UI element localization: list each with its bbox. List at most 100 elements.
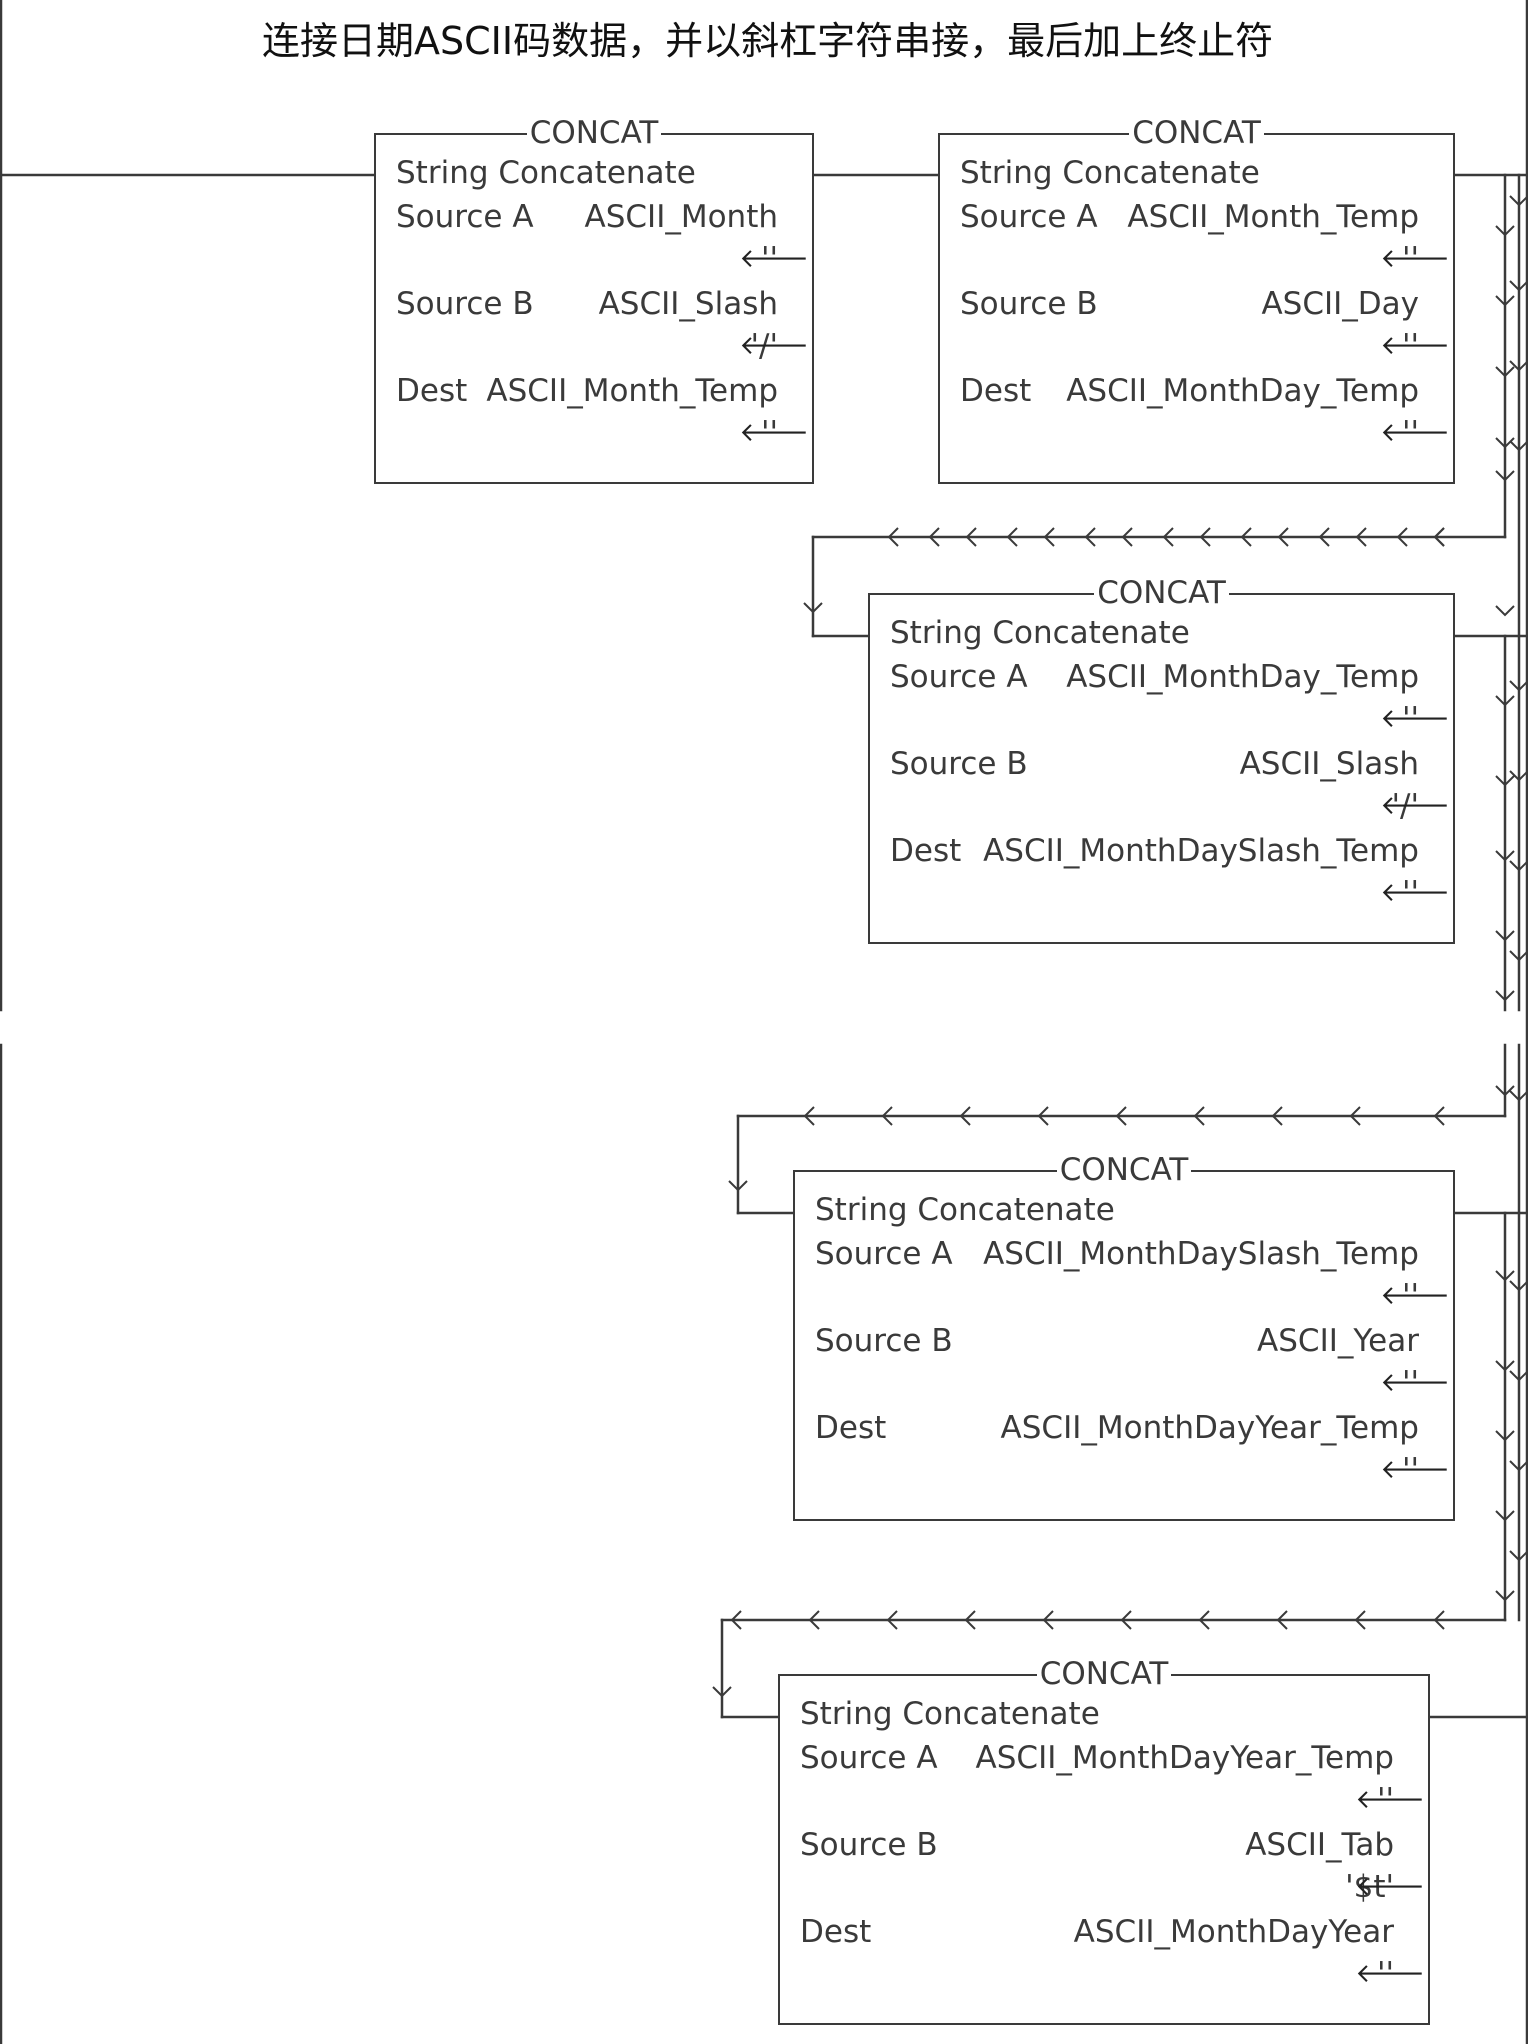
source-a-label: Source A: [890, 659, 1028, 695]
wire-chevron: [959, 1106, 971, 1126]
arrow-left-icon: 🡐: [1380, 878, 1450, 908]
dest-value: '': [1401, 415, 1419, 451]
source-b-label: Source B: [890, 746, 1028, 782]
concat-block[interactable]: CONCAT String Concatenate Source A ASCII…: [938, 115, 1455, 484]
dest-value: '': [1401, 1452, 1419, 1488]
source-b-value: '/': [750, 328, 779, 364]
source-a-tag[interactable]: ASCII_MonthDay_Temp: [1066, 659, 1419, 695]
source-b-label: Source B: [396, 286, 534, 322]
wire-chevron: [1509, 280, 1528, 292]
arrow-left-icon: 🡐: [1380, 418, 1450, 448]
arrow-left-icon: 🡐: [739, 418, 809, 448]
dest-label: Dest: [800, 1914, 872, 1950]
wire-chevron: [964, 1610, 976, 1630]
wire-chevron: [728, 1180, 748, 1192]
source-b-label: Source B: [960, 286, 1098, 322]
concat-block[interactable]: CONCAT String Concatenate Source A ASCII…: [778, 1656, 1430, 2025]
wire-chevron: [1495, 366, 1515, 378]
source-b-value: '': [1401, 1365, 1419, 1401]
source-a-value: '': [1376, 1782, 1394, 1818]
source-b-label: Source B: [815, 1323, 953, 1359]
block-description: String Concatenate: [815, 1192, 1115, 1228]
wire-chevron: [881, 1106, 893, 1126]
block-description: String Concatenate: [890, 615, 1190, 651]
wire-chevron: [1396, 527, 1408, 547]
wire-chevron: [1198, 1610, 1210, 1630]
wire-chevron: [1006, 527, 1018, 547]
wire-chevron: [1509, 1550, 1528, 1562]
block-description: String Concatenate: [396, 155, 696, 191]
wire-chevron: [1495, 1360, 1515, 1372]
wire-chevron: [1318, 527, 1330, 547]
wire-chevron: [1495, 695, 1515, 707]
source-b-tag[interactable]: ASCII_Slash: [598, 286, 778, 322]
wire-chevron: [1240, 527, 1252, 547]
wire-chevron: [803, 1106, 815, 1126]
arrow-left-icon: 🡐: [1380, 1368, 1450, 1398]
arrow-left-icon: 🡐: [1355, 1872, 1425, 1902]
wire-chevron: [1354, 1610, 1366, 1630]
wire-chevron: [1509, 860, 1528, 872]
wire-chevron: [965, 527, 977, 547]
source-a-tag[interactable]: ASCII_MonthDaySlash_Temp: [983, 1236, 1419, 1272]
source-a-value: '': [1401, 701, 1419, 737]
source-a-tag[interactable]: ASCII_Month_Temp: [1127, 199, 1419, 235]
wire-chevron: [1495, 225, 1515, 237]
wire-chevron: [1433, 1106, 1445, 1126]
source-a-tag[interactable]: ASCII_MonthDayYear_Temp: [975, 1740, 1394, 1776]
source-b-tag[interactable]: ASCII_Year: [1257, 1323, 1419, 1359]
dest-tag[interactable]: ASCII_MonthDay_Temp: [1066, 373, 1419, 409]
wire-chevron: [887, 527, 899, 547]
wire-chevron: [1495, 1510, 1515, 1522]
wire-chevron: [1115, 1106, 1127, 1126]
source-b-value: '$t': [1345, 1869, 1394, 1905]
rung-comment: 连接日期ASCII码数据，并以斜杠字符串接，最后加上终止符: [262, 19, 1274, 63]
wire-chevron: [1509, 360, 1528, 372]
dest-label: Dest: [890, 833, 962, 869]
source-a-value: '': [1401, 241, 1419, 277]
arrow-left-icon: 🡐: [1380, 704, 1450, 734]
source-a-label: Source A: [800, 1740, 938, 1776]
source-b-value: '': [1401, 328, 1419, 364]
wire-chevron: [1193, 1106, 1205, 1126]
arrow-left-icon: 🡐: [1380, 331, 1450, 361]
wire-chevron: [1495, 850, 1515, 862]
dest-value: '': [1376, 1956, 1394, 1992]
wire-chevron: [1277, 527, 1289, 547]
wire-chevron: [1495, 295, 1515, 307]
source-b-tag[interactable]: ASCII_Tab: [1245, 1827, 1394, 1863]
source-a-value: '': [760, 241, 778, 277]
wire-chevron: [730, 1610, 742, 1630]
wire-chevron: [1495, 605, 1515, 617]
concat-block[interactable]: CONCAT String Concatenate Source A ASCII…: [374, 115, 814, 484]
source-a-value: '': [1401, 1278, 1419, 1314]
wire-chevron: [808, 1610, 820, 1630]
wire-chevron: [1495, 990, 1515, 1002]
wire-chevron: [886, 1610, 898, 1630]
dest-tag[interactable]: ASCII_MonthDayYear: [1073, 1914, 1394, 1950]
arrow-left-icon: 🡐: [1380, 1455, 1450, 1485]
source-a-label: Source A: [396, 199, 534, 235]
source-b-tag[interactable]: ASCII_Day: [1261, 286, 1419, 322]
wire-chevron: [928, 527, 940, 547]
wire-chevron: [1495, 1430, 1515, 1442]
wire-chevron: [1349, 1106, 1361, 1126]
wire-chevron: [1509, 770, 1528, 782]
dest-tag[interactable]: ASCII_Month_Temp: [486, 373, 778, 409]
arrow-left-icon: 🡐: [1380, 244, 1450, 274]
wire-chevron: [1042, 1610, 1054, 1630]
concat-block[interactable]: CONCAT String Concatenate Source A ASCII…: [793, 1152, 1455, 1521]
dest-value: '': [760, 415, 778, 451]
wire-chevron: [1509, 195, 1528, 207]
source-b-tag[interactable]: ASCII_Slash: [1239, 746, 1419, 782]
wire-chevron: [1084, 527, 1096, 547]
wire-chevron: [1276, 1610, 1288, 1630]
wire-chevron: [1199, 527, 1211, 547]
dest-tag[interactable]: ASCII_MonthDayYear_Temp: [1000, 1410, 1419, 1446]
wire-chevron: [1509, 680, 1528, 692]
source-a-tag[interactable]: ASCII_Month: [584, 199, 778, 235]
wire-chevron: [1433, 527, 1445, 547]
dest-tag[interactable]: ASCII_MonthDaySlash_Temp: [983, 833, 1419, 869]
concat-block[interactable]: CONCAT String Concatenate Source A ASCII…: [868, 575, 1455, 944]
